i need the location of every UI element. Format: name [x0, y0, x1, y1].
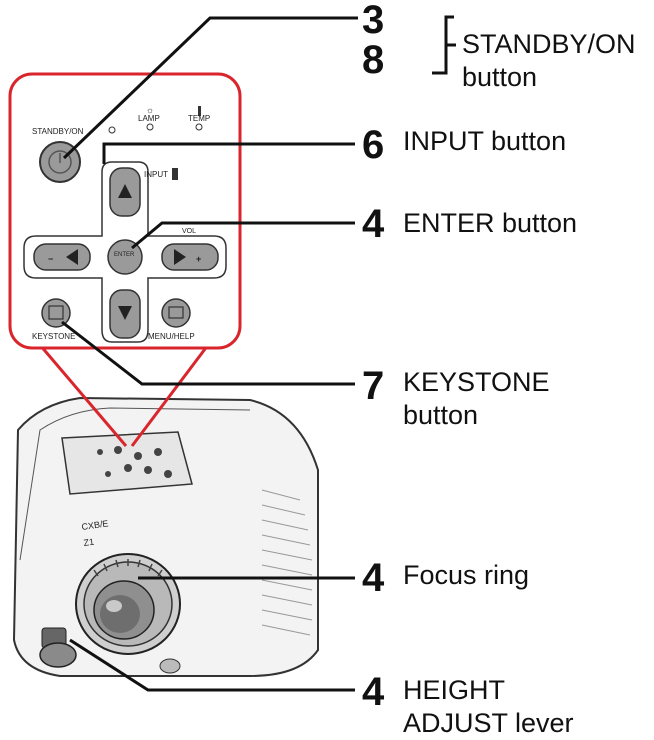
down-button[interactable]: [109, 289, 141, 339]
callout-height-label-line1: HEIGHT: [403, 675, 506, 705]
lens: [93, 580, 155, 640]
svg-text:CXB/E: CXB/E: [81, 518, 109, 532]
callout-height-num: 4: [362, 670, 385, 714]
height-adjust-lever[interactable]: [39, 627, 77, 668]
svg-text:−: −: [48, 254, 53, 264]
callout-keystone-num: 7: [362, 364, 385, 408]
callout-enter-label: ENTER button: [403, 208, 578, 238]
keystone-button[interactable]: [41, 298, 71, 328]
callout-keystone-label-line2: button: [403, 400, 479, 430]
projector-illustration: CXB/E Z1: [12, 396, 319, 677]
enter-panel-label: ENTER: [114, 252, 135, 258]
projector-top-panel: [61, 431, 193, 495]
callout-focus-num: 4: [362, 556, 385, 600]
callout-input-num: 6: [362, 123, 385, 167]
menu-help-button[interactable]: [161, 298, 191, 328]
callout-enter-num: 4: [362, 202, 385, 246]
right-volume-button[interactable]: +: [161, 243, 219, 271]
standby-indicator: [108, 126, 116, 134]
zoom-connector: [38, 344, 210, 447]
input-icon: [172, 168, 178, 180]
lamp-panel-label: LAMP: [138, 114, 160, 123]
keystone-panel-label: KEYSTONE: [32, 332, 76, 341]
callout-standby-num-8: 8: [362, 38, 385, 82]
input-up-button[interactable]: [109, 167, 141, 217]
svg-text:☼: ☼: [146, 105, 154, 115]
standby-on-panel-label: STANDBY/ON: [32, 127, 84, 136]
callout-input-label: INPUT button: [403, 126, 567, 156]
callout-standby-label-line2: button: [462, 62, 538, 92]
volume-panel-label: VOL: [182, 228, 197, 235]
temp-panel-label: TEMP: [188, 114, 211, 123]
callout-lines: [61, 15, 456, 692]
callout-focus-label: Focus ring: [403, 560, 530, 590]
callout-keystone-label-line1: KEYSTONE: [403, 367, 550, 397]
temp-indicator: [195, 106, 203, 131]
callout-height-label-line2: ADJUST lever: [403, 708, 574, 738]
svg-text:+: +: [196, 254, 201, 264]
svg-text:Z1: Z1: [83, 537, 95, 548]
callout-standby-label-line1: STANDBY/ON: [462, 29, 636, 59]
callout-standby-num-3: 3: [362, 0, 385, 42]
left-volume-button[interactable]: −: [33, 243, 91, 271]
lamp-indicator: ☼: [146, 105, 154, 131]
input-panel-label: INPUT: [144, 170, 168, 179]
menu-help-panel-label: MENU/HELP: [148, 332, 195, 341]
